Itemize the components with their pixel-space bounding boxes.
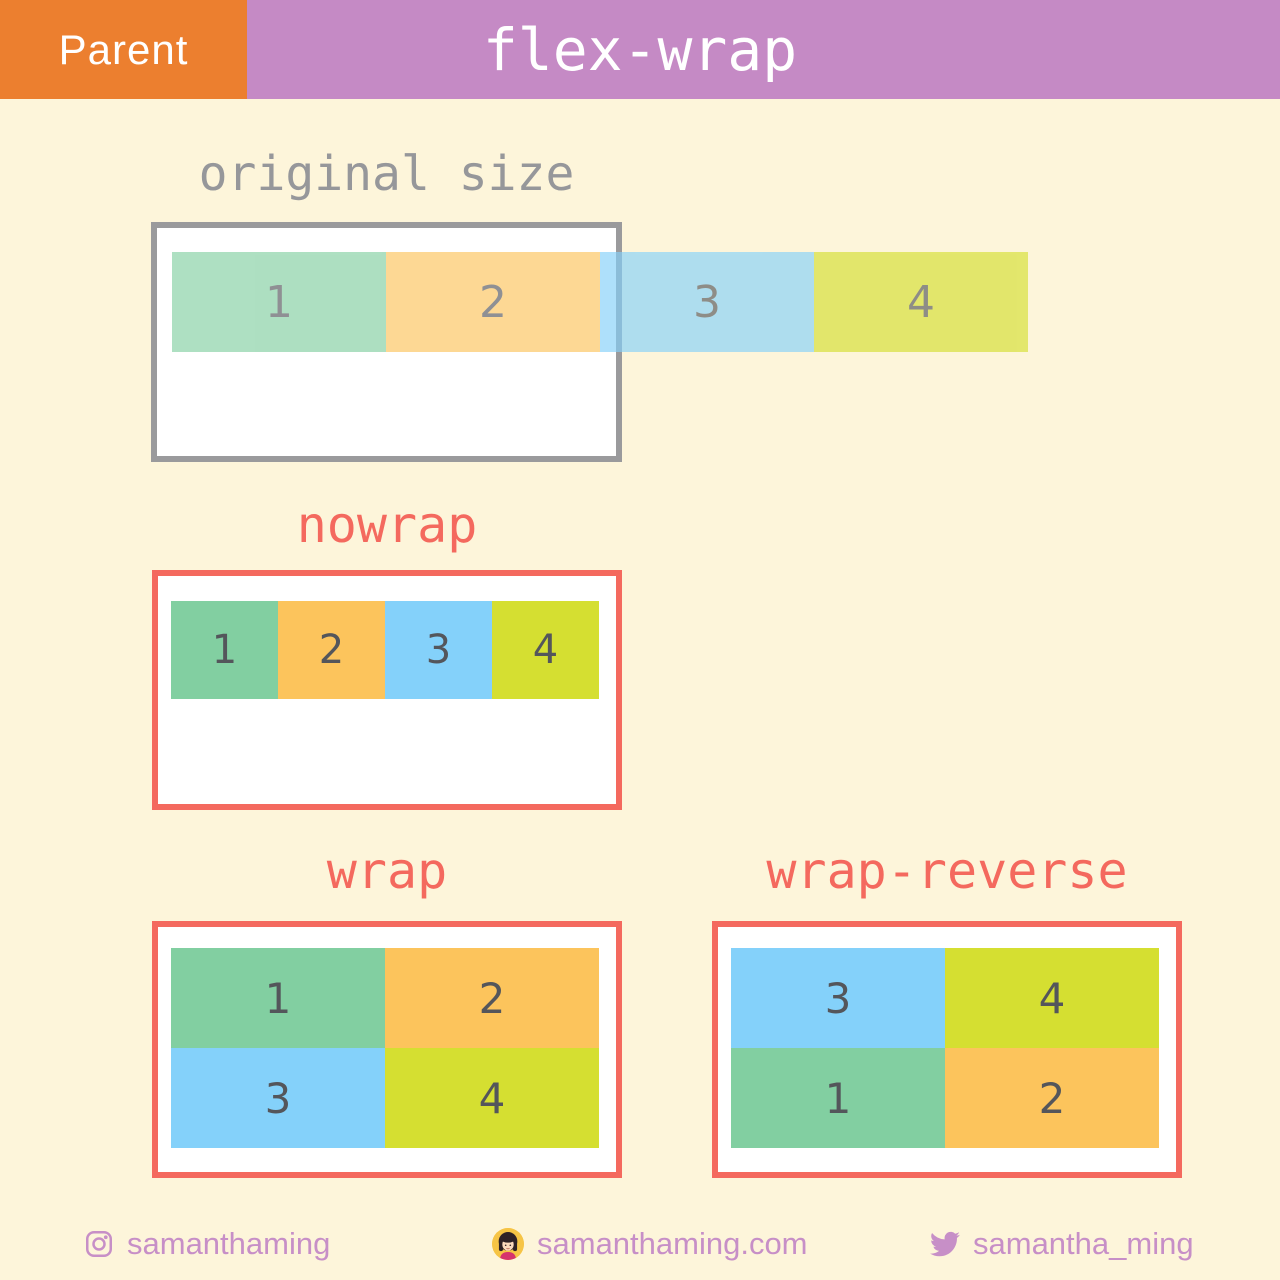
avatar-icon	[492, 1228, 524, 1260]
flex-item-3: 3	[171, 1048, 385, 1148]
footer-website: samanthaming.com	[492, 1224, 808, 1264]
footer-instagram: samanthaming	[84, 1224, 330, 1264]
wrap-items: 1 2 3 4	[171, 948, 599, 1148]
flex-item-4: 4	[385, 1048, 599, 1148]
instagram-handle: samanthaming	[127, 1226, 331, 1261]
flex-item-2: 2	[278, 601, 385, 699]
parent-badge: Parent	[0, 0, 247, 99]
flex-item-4: 4	[945, 948, 1159, 1048]
nowrap-title: nowrap	[296, 496, 478, 554]
flex-item-3: 3	[385, 601, 492, 699]
wrap-reverse-title: wrap-reverse	[766, 842, 1128, 900]
flex-item-2: 2	[385, 948, 599, 1048]
flex-item-1: 1	[171, 601, 278, 699]
flex-item-1: 1	[731, 1048, 945, 1148]
footer-twitter: samantha_ming	[930, 1224, 1194, 1264]
flex-item-1: 1	[172, 252, 386, 352]
flex-item-4: 4	[492, 601, 599, 699]
website-url: samanthaming.com	[537, 1226, 808, 1261]
flex-item-3: 3	[600, 252, 814, 352]
nowrap-items: 1 2 3 4	[171, 601, 599, 699]
page-title: flex-wrap	[482, 15, 798, 84]
flex-item-2: 2	[386, 252, 600, 352]
twitter-handle: samantha_ming	[973, 1226, 1194, 1261]
wrap-title: wrap	[326, 842, 448, 900]
twitter-icon	[930, 1231, 960, 1257]
original-size-title: original size	[198, 146, 575, 202]
flex-item-3: 3	[731, 948, 945, 1048]
flex-item-2: 2	[945, 1048, 1159, 1148]
flex-item-4: 4	[814, 252, 1028, 352]
original-size-items: 1 2 3 4	[172, 252, 1028, 352]
flex-item-1: 1	[171, 948, 385, 1048]
wrap-reverse-items: 3 4 1 2	[731, 948, 1159, 1148]
instagram-icon	[85, 1230, 112, 1257]
